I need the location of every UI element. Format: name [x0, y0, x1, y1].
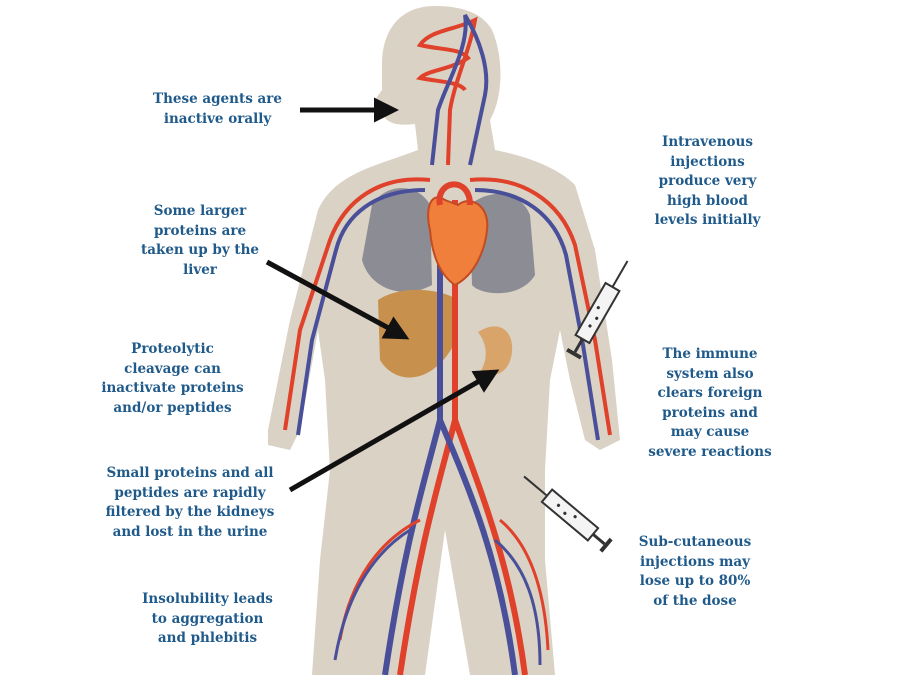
vena-cava — [382, 200, 443, 675]
label-inactive-orally: These agents are inactive orally — [153, 91, 282, 127]
leg-vein-left — [333, 528, 411, 661]
head-vein — [430, 13, 489, 166]
head-artery — [415, 16, 478, 166]
arrow-to-kidney — [288, 369, 500, 493]
aorta — [397, 200, 458, 675]
label-proteolytic-cleavage: Proteolytic cleavage can inactivate prot… — [101, 341, 244, 416]
label-insolubility: Insolubility leads to aggregation and ph… — [142, 591, 273, 646]
leg-artery-right — [499, 518, 550, 651]
aorta-branch — [452, 418, 528, 675]
heart — [427, 196, 489, 287]
label-immune-system: The immune system also clears foreign pr… — [648, 346, 772, 460]
label-liver-uptake: Some larger proteins are taken up by the… — [140, 203, 260, 278]
label-subcutaneous: Sub-cutaneous injections may lose up to … — [638, 534, 752, 609]
left-arm-vein — [296, 188, 426, 436]
right-arm-artery — [469, 177, 612, 436]
left-arm-artery — [283, 177, 431, 431]
label-kidney-filtration: Small proteins and all peptides are rapi… — [105, 465, 275, 540]
syringe-icon-abdomen — [523, 475, 613, 553]
label-intravenous: Intravenous injections produce very high… — [654, 134, 761, 228]
aortic-arch — [436, 181, 473, 206]
arrow-to-liver — [265, 259, 410, 340]
leg-vein-right — [494, 538, 542, 666]
vena-cava-branch — [437, 418, 518, 675]
kidney — [478, 326, 513, 376]
right-arm-vein — [474, 188, 600, 441]
left-lung — [362, 188, 432, 292]
syringe-icon-arm — [566, 260, 629, 360]
